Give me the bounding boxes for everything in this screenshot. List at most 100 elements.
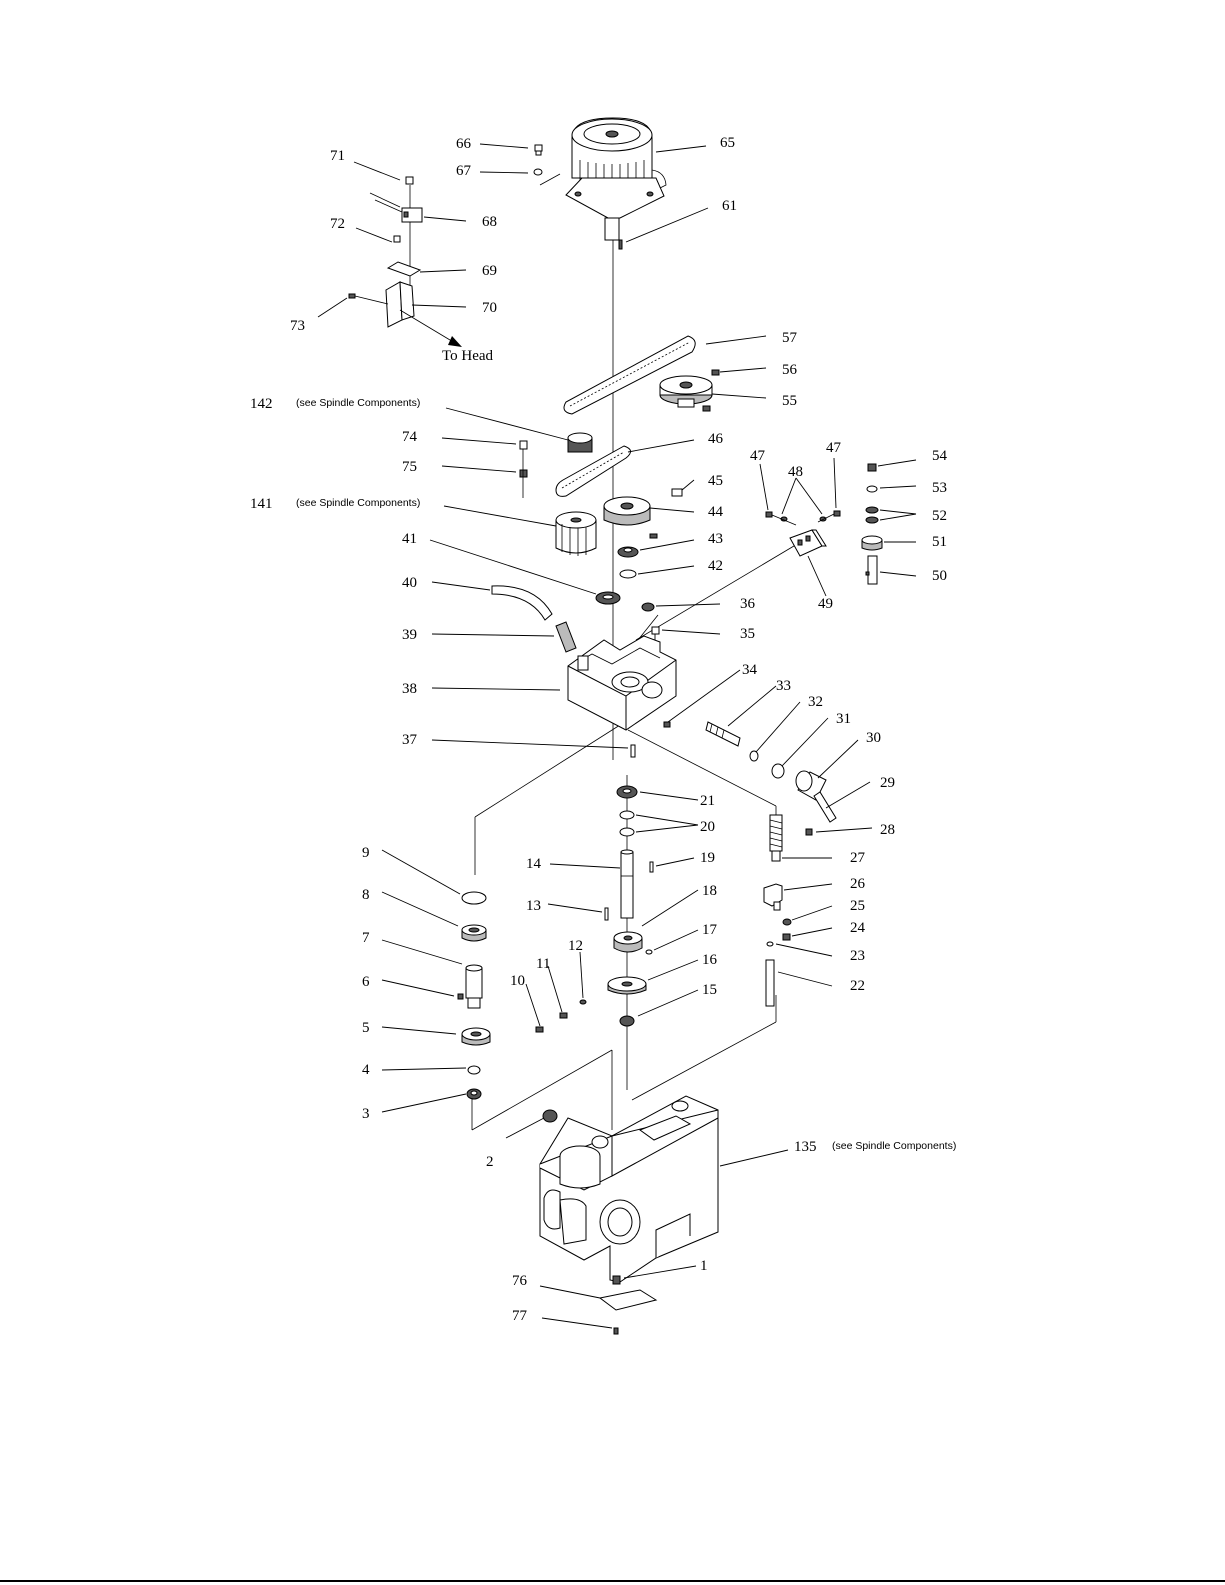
to-head-label: To Head <box>442 348 494 364</box>
handle-lever-29 <box>813 791 837 823</box>
bracket-49 <box>789 529 827 557</box>
see-spindle-note-141: (see Spindle Components) <box>296 497 420 509</box>
callout-66: 66 <box>456 136 472 152</box>
callout-35: 35 <box>740 626 755 642</box>
callout-27: 27 <box>850 850 866 866</box>
callout-67: 67 <box>456 163 472 179</box>
callout-57: 57 <box>782 330 798 346</box>
callout-75: 75 <box>402 459 417 475</box>
bearing-43 <box>617 546 639 558</box>
callout-16: 16 <box>702 952 718 968</box>
grease-fitting-2 <box>542 1109 558 1123</box>
callout-2: 2 <box>486 1154 494 1170</box>
callout-52: 52 <box>932 508 947 524</box>
washer-53 <box>866 485 878 493</box>
callout-24: 24 <box>850 920 866 936</box>
leader-lines <box>317 143 917 1329</box>
callout-labels: 1 2 3 4 5 6 7 8 9 10 11 12 13 14 15 16 1… <box>250 135 956 1324</box>
callout-3: 3 <box>362 1106 370 1122</box>
callout-14: 14 <box>526 856 542 872</box>
gear-44 <box>603 496 658 539</box>
shaft-33 <box>705 721 741 747</box>
see-spindle-note-142: (see Spindle Components) <box>296 397 420 409</box>
nut-24 <box>782 933 791 941</box>
bearing-51 <box>861 535 883 551</box>
callout-29: 29 <box>880 775 895 791</box>
callout-45: 45 <box>708 473 723 489</box>
screw-77 <box>613 1327 619 1335</box>
callout-7: 7 <box>362 930 370 946</box>
callout-70: 70 <box>482 300 497 316</box>
plate-76 <box>598 1289 658 1311</box>
callout-13: 13 <box>526 898 541 914</box>
callout-21: 21 <box>700 793 715 809</box>
ring-4 <box>467 1065 481 1075</box>
key-19 <box>649 861 654 873</box>
ring-20a <box>619 810 635 820</box>
callout-26: 26 <box>850 876 866 892</box>
washer-25 <box>782 918 792 926</box>
callout-22: 22 <box>850 978 865 994</box>
callout-23: 23 <box>850 948 865 964</box>
callout-30: 30 <box>866 730 881 746</box>
callout-12: 12 <box>568 938 583 954</box>
snap-ring-9 <box>461 891 487 905</box>
callout-28: 28 <box>880 822 895 838</box>
screw-47b <box>833 510 841 517</box>
callout-41: 41 <box>402 531 417 547</box>
callout-1: 1 <box>700 1258 708 1274</box>
callout-47a: 47 <box>750 448 766 464</box>
ball-12 <box>579 999 587 1005</box>
gear-18 <box>613 931 643 953</box>
ring-32 <box>749 750 759 762</box>
callout-25: 25 <box>850 898 865 914</box>
washer-67 <box>533 168 543 176</box>
nut-36 <box>641 602 655 612</box>
callout-19: 19 <box>700 850 715 866</box>
nut-54 <box>867 463 877 472</box>
callout-74: 74 <box>402 429 418 445</box>
callout-39: 39 <box>402 627 417 643</box>
callout-34: 34 <box>742 662 758 678</box>
callout-53: 53 <box>932 480 947 496</box>
washer-52a <box>865 506 879 514</box>
see-spindle-note-135: (see Spindle Components) <box>832 1140 956 1152</box>
callout-36: 36 <box>740 596 756 612</box>
pin-17 <box>645 949 653 955</box>
shaft-50 <box>865 555 878 585</box>
callout-73: 73 <box>290 318 305 334</box>
screw-66 <box>534 144 543 156</box>
callout-50: 50 <box>932 568 947 584</box>
callout-141: 141 <box>250 496 273 512</box>
callout-56: 56 <box>782 362 798 378</box>
callout-47b: 47 <box>826 440 842 456</box>
belt-57 <box>563 335 696 415</box>
screw-10 <box>535 1026 544 1033</box>
callout-6: 6 <box>362 974 370 990</box>
hose-40 <box>491 585 553 621</box>
motor-65 <box>565 117 667 241</box>
rod-22 <box>765 959 775 1007</box>
callout-55: 55 <box>782 393 797 409</box>
screw-75 <box>519 469 528 478</box>
callout-10: 10 <box>510 973 525 989</box>
callout-31: 31 <box>836 711 851 727</box>
key-13 <box>604 907 609 921</box>
bearing-8 <box>461 924 487 942</box>
callout-43: 43 <box>708 531 723 547</box>
callout-72: 72 <box>330 216 345 232</box>
callout-65: 65 <box>720 135 735 151</box>
bearing-41 <box>595 591 621 605</box>
callout-18: 18 <box>702 883 717 899</box>
pin-34 <box>663 721 671 728</box>
callout-49: 49 <box>818 596 833 612</box>
callout-54: 54 <box>932 448 948 464</box>
callout-76: 76 <box>512 1273 528 1289</box>
callout-77: 77 <box>512 1308 528 1324</box>
screw-47a <box>765 511 773 518</box>
limit-switch-assembly <box>348 176 462 347</box>
callout-48: 48 <box>788 464 803 480</box>
callout-71: 71 <box>330 148 345 164</box>
callout-20: 20 <box>700 819 715 835</box>
